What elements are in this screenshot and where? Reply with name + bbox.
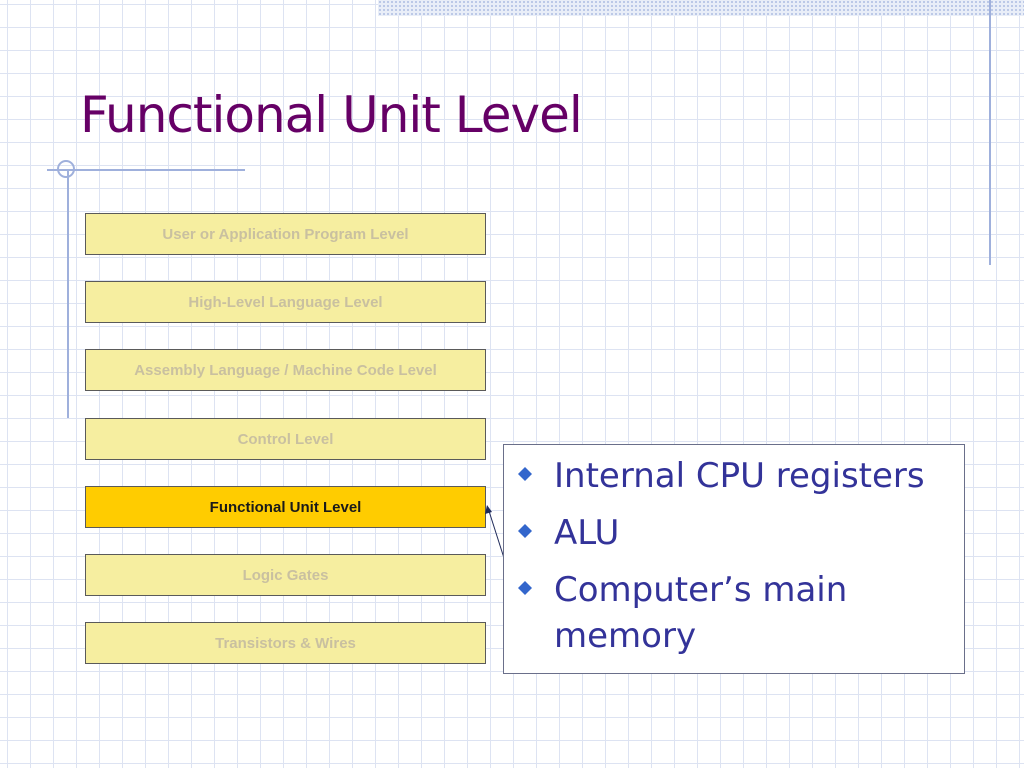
decorative-left-rule xyxy=(67,170,69,418)
bullet-text: ALU xyxy=(554,513,620,553)
level-box-logic-gates: Logic Gates xyxy=(85,554,486,596)
diamond-bullet-icon xyxy=(518,524,532,538)
connector-line xyxy=(487,507,505,559)
decorative-right-rule xyxy=(989,0,991,265)
decorative-circle xyxy=(57,160,75,178)
level-box-functional-unit-active: Functional Unit Level xyxy=(85,486,486,528)
diamond-bullet-icon xyxy=(518,581,532,595)
bullet-box: Internal CPU registers ALU Computer’s ma… xyxy=(503,444,965,674)
level-box-transistors-wires: Transistors & Wires xyxy=(85,622,486,664)
level-box-assembly-machine-code: Assembly Language / Machine Code Level xyxy=(85,349,486,391)
title-underline-rule xyxy=(47,169,245,171)
decorative-top-band xyxy=(378,0,1024,16)
diamond-bullet-icon xyxy=(518,467,532,481)
level-box-high-level-language: High-Level Language Level xyxy=(85,281,486,323)
bullet-item: Internal CPU registers xyxy=(518,453,954,499)
level-box-control: Control Level xyxy=(85,418,486,460)
slide-title: Functional Unit Level xyxy=(80,86,583,144)
bullet-text: Internal CPU registers xyxy=(554,456,925,496)
level-box-user-application: User or Application Program Level xyxy=(85,213,486,255)
bullet-item: Computer’s main memory xyxy=(518,567,954,659)
bullet-item: ALU xyxy=(518,510,954,556)
bullet-text: Computer’s main memory xyxy=(554,570,848,656)
connector-arrowhead xyxy=(485,505,492,514)
